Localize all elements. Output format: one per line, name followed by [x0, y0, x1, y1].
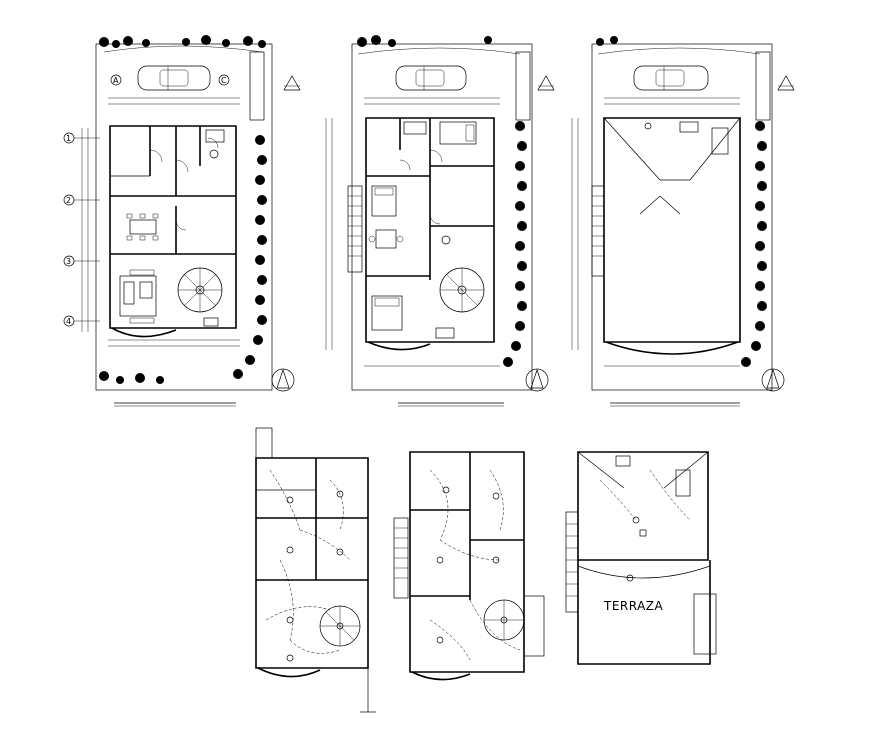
house-walls [365, 117, 495, 351]
lot-boundary [95, 43, 273, 391]
house-walls [109, 125, 237, 338]
roof-outline [603, 117, 741, 355]
light-fixtures-icon [626, 516, 640, 582]
hedge-top [99, 35, 266, 48]
north-arrow-icon [283, 75, 301, 91]
balcony [523, 595, 545, 657]
terrace-label: TERRAZA [603, 599, 664, 613]
wiring-circuits [599, 469, 691, 521]
door-swings [149, 137, 219, 231]
lot-boundary [591, 43, 773, 391]
bathroom-fixtures-icon [403, 121, 455, 339]
tree-row-bottom [99, 371, 164, 384]
bed-icon [371, 185, 397, 217]
hedge-top [357, 35, 492, 47]
axis-number-4: 4 [66, 317, 71, 326]
plan-title-line [610, 402, 740, 407]
straight-stair-icon [565, 511, 579, 613]
north-arrow-icon [777, 75, 795, 91]
wiring-circuits [265, 469, 351, 654]
house-walls [409, 451, 525, 681]
terrace-electrical-plan: TERRAZA [565, 451, 717, 665]
axis-number-1: 1 [66, 134, 71, 143]
axis-bubbles: A C 1 2 3 4 [63, 74, 230, 327]
dining-table-icon [368, 229, 404, 249]
straight-stair-icon [393, 517, 409, 599]
upper-floor-plan [325, 35, 555, 407]
tree-column-right [233, 135, 267, 379]
north-arrow-icon [537, 75, 555, 91]
spiral-stair-icon [439, 267, 485, 313]
house-walls [255, 457, 369, 678]
dining-table-icon [126, 213, 159, 241]
axis-number-3: 3 [66, 257, 71, 266]
spiral-stair-icon [177, 267, 223, 313]
light-fixtures-icon [286, 490, 344, 662]
tree-column-right [503, 121, 527, 367]
meter-box [255, 427, 273, 459]
axis-number-2: 2 [66, 196, 71, 205]
dimension-lines [325, 97, 500, 367]
compass-icon [271, 368, 295, 392]
tree-column-right [741, 121, 767, 367]
wiring-circuits [429, 469, 521, 661]
garden-edge [597, 47, 761, 55]
car-icon [395, 65, 467, 91]
straight-stair-icon [591, 185, 605, 277]
hedge-top [596, 36, 618, 46]
garden-edge [103, 45, 263, 53]
dimension-lines [81, 97, 240, 347]
axis-letter-a: A [113, 76, 119, 85]
driveway-strip [755, 51, 771, 121]
car-icon [633, 65, 709, 91]
bathroom-fixtures-icon [203, 129, 225, 327]
straight-stair-icon [347, 185, 363, 273]
plan-title-line [398, 402, 504, 407]
compass-icon [525, 368, 549, 392]
driveway-strip [249, 51, 265, 121]
driveway-strip [515, 51, 531, 121]
roof-outline [577, 451, 717, 665]
car-icon [137, 65, 211, 91]
plan-title-line [114, 402, 236, 407]
upper-floor-electrical-plan [393, 451, 545, 681]
door-swings [399, 149, 443, 225]
bed-icon [371, 295, 403, 331]
compass-icon [761, 368, 785, 392]
bathroom-fixtures-icon [615, 455, 691, 497]
living-room-furniture-icon [119, 269, 157, 324]
roof-plan [571, 36, 795, 407]
garden-edge [357, 47, 521, 55]
axis-letter-c: C [221, 76, 227, 85]
light-fixtures-icon [436, 486, 500, 644]
bathroom-fixtures-icon [644, 121, 729, 155]
bed-icon [439, 121, 477, 145]
ground-floor-electrical-plan [255, 427, 376, 713]
spiral-stair-icon [319, 605, 361, 647]
ground-floor-plan: A C 1 2 3 4 [63, 35, 301, 407]
spiral-stair-icon [483, 599, 525, 641]
dimension-lines [571, 97, 740, 367]
lot-boundary [351, 43, 533, 391]
roof-drain [639, 529, 647, 537]
